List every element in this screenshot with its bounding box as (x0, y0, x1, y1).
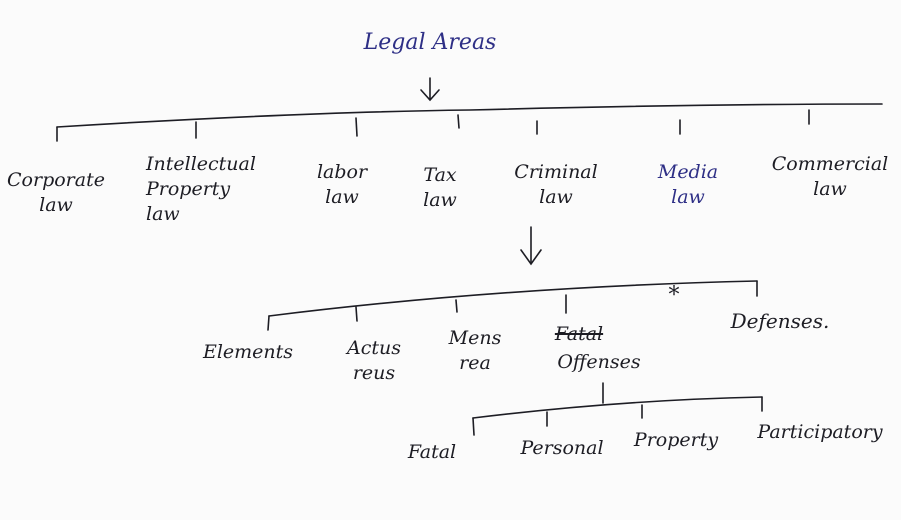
tick-labor (355, 117, 358, 137)
crossed-out-word: Fatal (554, 323, 604, 345)
area-criminal-law: Criminal law (514, 161, 598, 208)
root-arrow-head (420, 89, 440, 102)
tick-fatal (472, 417, 475, 436)
root-label: Legal Areas (363, 30, 497, 55)
tick-actus (355, 306, 358, 322)
area-commercial-law: Commercial law (771, 153, 889, 200)
tick-tax (457, 114, 460, 129)
level1-bar (56, 103, 883, 128)
criminal-offenses: Offenses (557, 351, 641, 373)
criminal-defenses: Defenses. (730, 309, 830, 333)
offense-participatory: Participatory (757, 421, 883, 443)
criminal-elements: Elements (202, 341, 294, 363)
area-media-law: Media law (657, 161, 719, 208)
tick-mens (455, 299, 458, 313)
criminal-actus-reus: Actus reus (347, 337, 401, 384)
star-mark: * (668, 283, 680, 308)
criminal-mens-rea: Mens rea (448, 327, 502, 374)
level2-bar (268, 280, 758, 317)
offense-personal: Personal (520, 437, 604, 459)
level3-bar (472, 396, 763, 419)
offense-fatal: Fatal (407, 441, 457, 463)
area-corporate-law: Corporate law (7, 169, 105, 216)
offense-property: Property (633, 429, 719, 451)
area-tax-law: Tax law (423, 164, 457, 211)
tick-elements (267, 315, 270, 331)
criminal-arrow-head (520, 249, 542, 266)
area-labor-law: labor law (316, 161, 368, 208)
area-intellectual-property-law: Intellectual Property law (146, 153, 256, 225)
